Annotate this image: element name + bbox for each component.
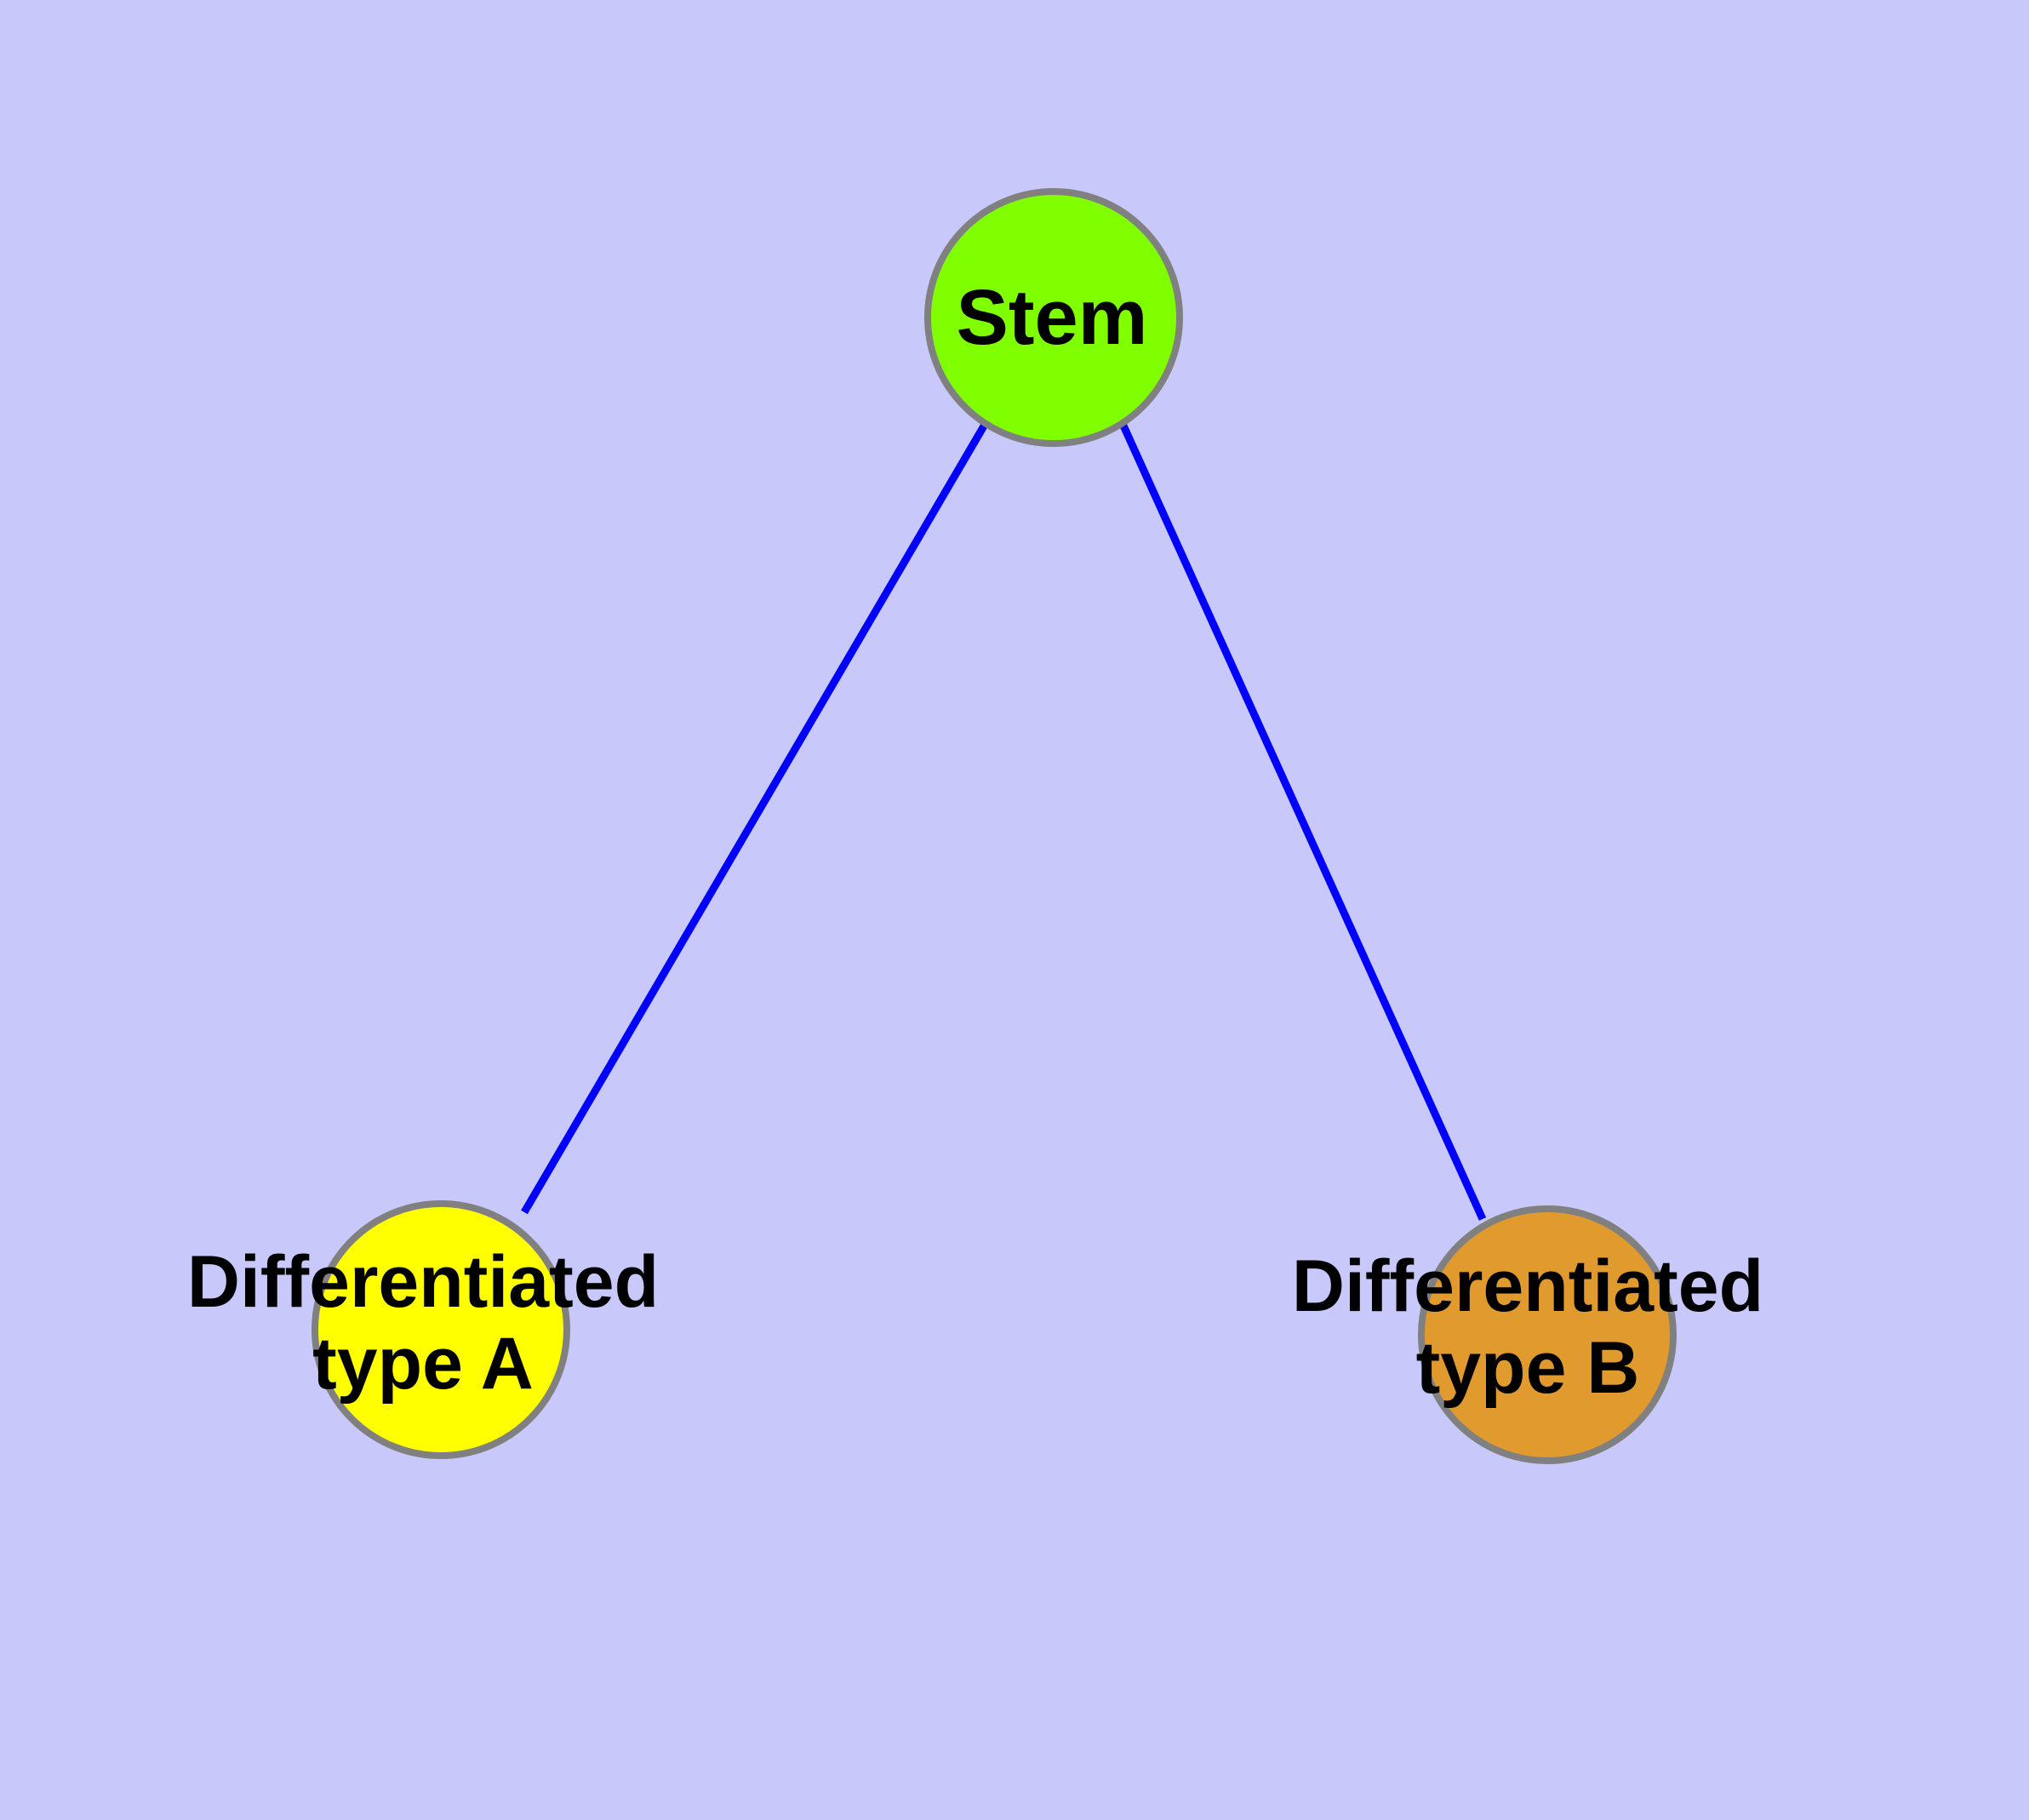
- node-label-line: Differentiated: [1292, 1245, 1763, 1327]
- node-label-stem: Stem: [957, 274, 1148, 361]
- edge-stem-to-diff-b: [1119, 424, 1487, 1221]
- node-label-line: Stem: [957, 274, 1148, 361]
- node-circle-diff-b[interactable]: [1418, 1205, 1677, 1464]
- node-circle-diff-a[interactable]: [311, 1200, 570, 1459]
- edge-stem-to-diff-a: [521, 421, 989, 1215]
- edges-group: [521, 421, 1487, 1221]
- node-label-line: type B: [1416, 1327, 1640, 1409]
- node-stem[interactable]: Stem: [924, 188, 1183, 447]
- node-label-line: type A: [312, 1323, 534, 1405]
- node-label-line: Differentiated: [187, 1241, 659, 1323]
- node-circle-stem[interactable]: [924, 188, 1183, 447]
